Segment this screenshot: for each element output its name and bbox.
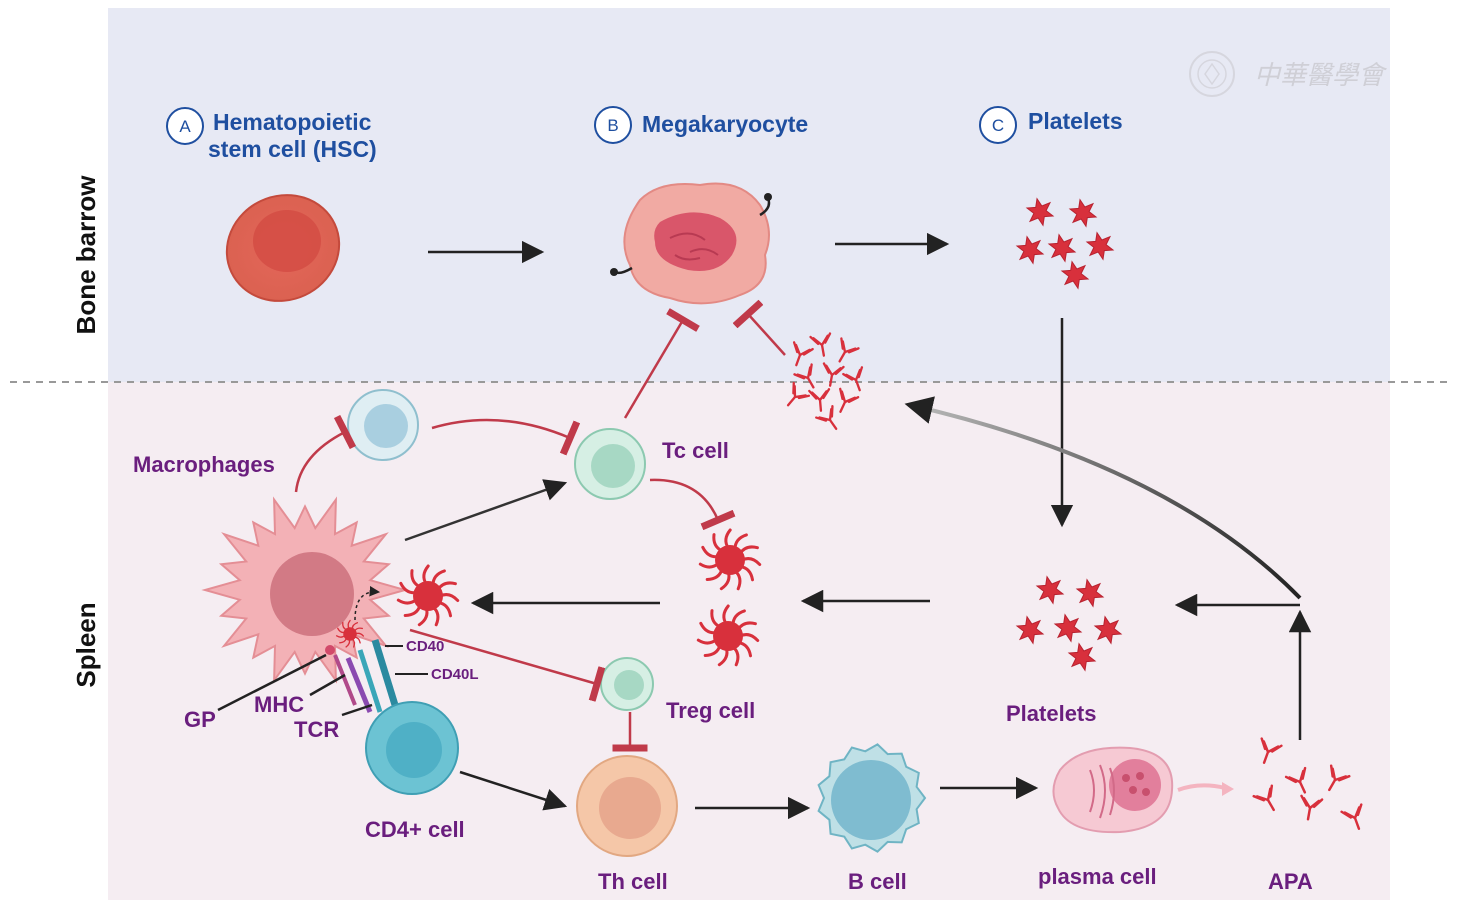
apa-antibody-1 — [1284, 766, 1307, 794]
apa-label: APA — [1268, 869, 1313, 894]
antibody-0 — [792, 341, 814, 367]
platelet-spleen-2 — [1015, 615, 1045, 645]
badge-b-icon — [594, 106, 632, 144]
antibody-2 — [838, 337, 860, 363]
arrow-macrophage-to-tc — [404, 479, 568, 542]
inhibit-antibody-to-megakaryocyte — [732, 299, 786, 356]
platelet-spleen-1 — [1075, 578, 1105, 608]
arrow-cd4-to-th — [459, 770, 568, 811]
plasma-cell-label: plasma cell — [1038, 864, 1157, 889]
stage-c-header: C Platelets — [979, 106, 1123, 144]
activated-platelet-2 — [696, 604, 760, 667]
secretion-arrow — [1177, 783, 1226, 792]
apa-antibody-4 — [1300, 794, 1324, 821]
platelet-top-0 — [1025, 197, 1055, 227]
inhibit-tc-to-platelet — [649, 478, 736, 531]
inhibit-macrophage-to-top-cell — [294, 414, 357, 493]
antibody-4 — [822, 362, 845, 387]
badge-b: B — [607, 116, 618, 135]
macrophages-label: Macrophages — [133, 452, 275, 477]
antibody-3 — [793, 363, 815, 389]
gp-pointer — [217, 653, 327, 712]
cd4-cell-label: CD4+ cell — [365, 817, 465, 842]
cd4-cell-icon — [365, 701, 459, 795]
antibody-1 — [809, 332, 832, 357]
platelet-spleen-4 — [1093, 615, 1123, 645]
stage-b-line1: Megakaryocyte — [642, 111, 808, 137]
th-cell-icon — [576, 755, 678, 857]
receptor-complex-icon — [325, 638, 399, 713]
activated-platelet-3 — [396, 564, 460, 627]
tcr-label: TCR — [294, 717, 339, 742]
platelets-spleen-right-icon — [1015, 575, 1123, 672]
mhc-label: MHC — [254, 692, 304, 717]
inhibit-macrophage-to-treg — [409, 628, 606, 702]
regulatory-cell-top-icon — [347, 389, 419, 461]
b-cell-icon — [817, 743, 927, 853]
hsc-cell-icon — [225, 194, 341, 302]
cd40-label: CD40 — [406, 638, 444, 655]
platelets-spleen-middle-icon — [335, 528, 762, 667]
antibody-7 — [808, 388, 831, 412]
stage-c-line1: Platelets — [1028, 108, 1123, 134]
antibody-8 — [839, 387, 860, 413]
activated-platelet-4 — [335, 619, 365, 648]
treg-cell-icon — [600, 657, 654, 711]
secretion-arrowhead — [1222, 782, 1234, 796]
stage-a-line1: Hematopoietic — [213, 109, 372, 135]
apa-antibody-0 — [1260, 737, 1283, 764]
activated-platelet-1 — [698, 528, 762, 591]
apa-antibody-icon — [1252, 737, 1363, 830]
apa-antibody-2 — [1328, 764, 1351, 792]
gp-label: GP — [184, 707, 216, 732]
platelet-spleen-5 — [1067, 642, 1097, 672]
megakaryocyte-icon — [610, 182, 772, 305]
region-label-spleen: Spleen — [71, 602, 101, 687]
region-label-bone: Bone barrow — [71, 175, 101, 335]
badge-c: C — [992, 116, 1004, 135]
phagocytosis-arrow — [354, 586, 381, 621]
stage-a-header: A Hematopoietic stem cell (HSC) — [166, 107, 377, 162]
badge-a-icon — [166, 107, 204, 145]
platelet-top-1 — [1068, 198, 1098, 228]
cd40l-label: CD40L — [431, 666, 479, 683]
apa-antibody-3 — [1252, 784, 1275, 812]
stage-a-line2: stem cell (HSC) — [208, 136, 377, 162]
b-cell-label: B cell — [848, 869, 907, 894]
inhibit-tc-to-megakaryocyte — [623, 308, 700, 419]
platelets-top-cluster-icon — [1015, 197, 1115, 290]
antibody-cluster-icon — [786, 332, 864, 431]
platelet-spleen-0 — [1035, 575, 1065, 605]
platelet-top-5 — [1060, 260, 1090, 290]
watermark-seal-icon — [1189, 51, 1235, 97]
platelet-top-3 — [1047, 233, 1077, 263]
platelet-top-4 — [1085, 231, 1115, 261]
th-cell-label: Th cell — [598, 869, 668, 894]
arrow-apa-to-antibodies — [904, 396, 1302, 600]
stage-b-header: B Megakaryocyte — [594, 106, 808, 144]
antibody-6 — [786, 381, 811, 407]
tc-cell-label: Tc cell — [662, 438, 729, 463]
treg-cell-label: Treg cell — [666, 698, 755, 723]
plasma-cell-icon — [1052, 746, 1174, 834]
tcr-pointer — [341, 703, 373, 717]
badge-c-icon — [979, 106, 1017, 144]
mhc-pointer — [309, 673, 346, 697]
platelets-spleen-label: Platelets — [1006, 701, 1097, 726]
tc-cell-icon — [574, 428, 646, 500]
platelet-spleen-3 — [1053, 613, 1083, 643]
antibody-9 — [815, 405, 838, 431]
inhibit-top-cell-to-tc — [431, 418, 581, 456]
watermark-text: 中華醫學會 — [1254, 61, 1388, 91]
apa-antibody-5 — [1340, 803, 1363, 830]
platelet-top-2 — [1015, 235, 1045, 265]
antibody-5 — [842, 366, 864, 392]
badge-a: A — [179, 117, 191, 136]
